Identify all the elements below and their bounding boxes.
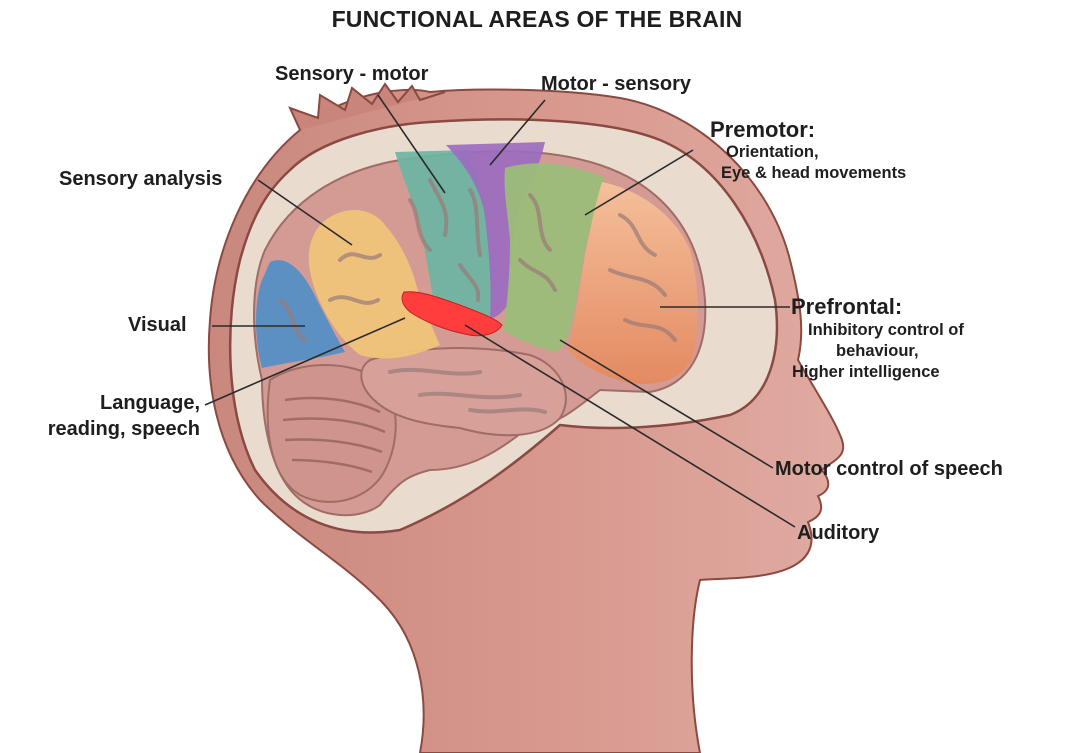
premotor-line2: Eye & head movements bbox=[721, 164, 906, 183]
label-motor-control-speech: Motor control of speech bbox=[775, 458, 1003, 481]
label-language: Language, reading, speech bbox=[18, 392, 200, 441]
prefrontal-heading: Prefrontal: bbox=[791, 294, 964, 320]
label-auditory: Auditory bbox=[797, 522, 879, 545]
label-sensory-analysis: Sensory analysis bbox=[59, 168, 222, 191]
prefrontal-line3: Higher intelligence bbox=[792, 363, 964, 382]
label-prefrontal: Prefrontal: Inhibitory control of behavi… bbox=[791, 294, 964, 382]
label-sensory-motor: Sensory - motor bbox=[275, 63, 428, 86]
label-visual: Visual bbox=[128, 314, 187, 337]
premotor-line1: Orientation, bbox=[726, 143, 906, 162]
label-motor-sensory: Motor - sensory bbox=[541, 73, 691, 96]
diagram-title: FUNCTIONAL AREAS OF THE BRAIN bbox=[0, 6, 1074, 33]
premotor-heading: Premotor: bbox=[710, 117, 906, 143]
prefrontal-line2: behaviour, bbox=[836, 342, 964, 361]
label-premotor: Premotor: Orientation, Eye & head moveme… bbox=[710, 117, 906, 183]
language-line2: reading, speech bbox=[18, 418, 200, 441]
language-line1: Language, bbox=[18, 392, 200, 415]
prefrontal-line1: Inhibitory control of bbox=[808, 321, 964, 340]
